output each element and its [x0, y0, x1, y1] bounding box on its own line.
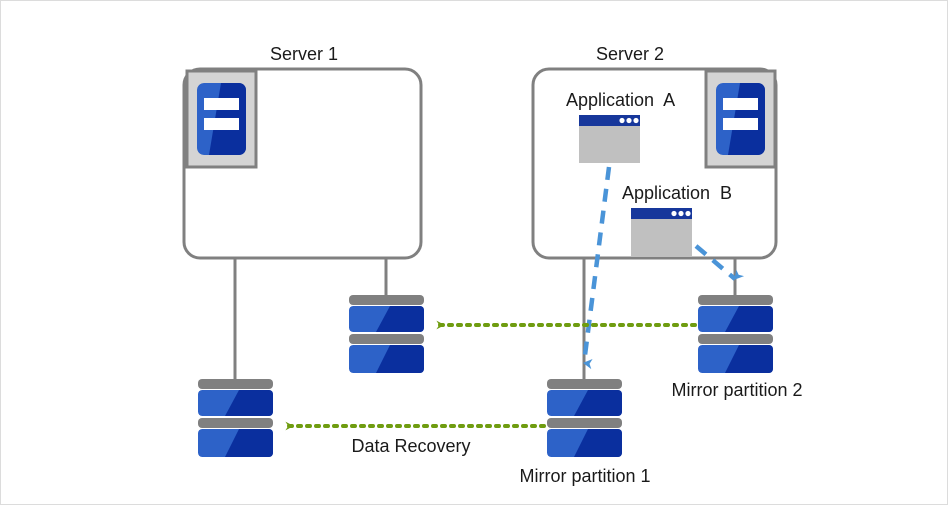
- application-a-label: Application A: [566, 90, 676, 110]
- disk-stack-mirror-partition-2[interactable]: [698, 295, 773, 373]
- server-machine-icon-1: [185, 69, 258, 169]
- application-a-window-icon[interactable]: [579, 115, 640, 163]
- mirror-partition-2-label: Mirror partition 2: [671, 380, 803, 400]
- server1-label: Server 1: [269, 44, 339, 64]
- arrow-application-b-to-mirror-partition-2: [694, 244, 745, 281]
- server-machine-icon-2: [704, 69, 777, 169]
- application-b-window-icon[interactable]: [631, 208, 692, 256]
- disk-stack-mirror-partition-1[interactable]: [547, 379, 622, 457]
- mirror-partition-1-label: Mirror partition 1: [519, 466, 651, 486]
- arrow-application-a-to-mirror-partition-1: [581, 166, 612, 370]
- disk-stack-server1-right[interactable]: [349, 295, 424, 373]
- server2-label: Server 2: [595, 44, 665, 64]
- application-b-label: Application B: [622, 183, 733, 203]
- disk-stack-server1-left[interactable]: [198, 379, 273, 457]
- data-recovery-label: Data Recovery: [351, 436, 471, 456]
